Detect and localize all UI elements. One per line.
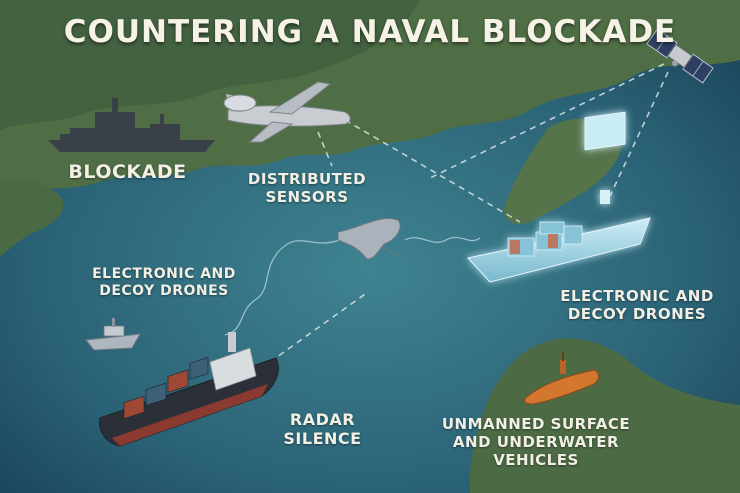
- label-line: ELECTRONIC AND: [560, 287, 714, 305]
- drone-icon: [223, 81, 351, 143]
- label-line: SILENCE: [283, 429, 362, 449]
- label-radar-silence: RADAR SILENCE: [270, 410, 375, 448]
- label-line: RADAR: [289, 410, 356, 429]
- label-blockade: BLOCKADE: [60, 161, 195, 184]
- tether-lines: [224, 236, 481, 336]
- orange-uuv-icon: [524, 352, 599, 405]
- diagram-title: COUNTERING A NAVAL BLOCKADE: [63, 14, 677, 50]
- label-line: DISTRIBUTED: [247, 170, 367, 188]
- southern-landmass: [469, 338, 740, 493]
- label-unmanned-vehicles: UNMANNED SURFACE AND UNDERWATER VEHICLES: [436, 415, 636, 469]
- link-satellite-ship: [609, 71, 669, 197]
- satellite-icon: [646, 28, 714, 84]
- label-distributed-sensors: DISTRIBUTED SENSORS: [232, 170, 382, 206]
- manta-uuv-icon: [337, 218, 403, 260]
- warship-icon: [48, 98, 215, 152]
- label-line: VEHICLES: [493, 451, 579, 469]
- label-electronic-decoy-left: ELECTRONIC AND DECOY DRONES: [74, 266, 254, 300]
- tether-manta-ship: [404, 236, 481, 243]
- label-line: UNMANNED SURFACE: [441, 415, 631, 433]
- label-line: SENSORS: [265, 188, 349, 206]
- label-electronic-decoy-right: ELECTRONIC AND DECOY DRONES: [546, 287, 728, 323]
- mainland-shade: [0, 0, 420, 130]
- label-line: AND UNDERWATER: [452, 433, 620, 451]
- sensor-links: [269, 63, 669, 363]
- link-cargo-manta: [269, 291, 369, 363]
- tether-manta-boat: [224, 239, 341, 336]
- left-peninsula: [0, 178, 64, 256]
- label-line: DECOY DRONES: [99, 282, 229, 299]
- patrol-boat-icon: [85, 318, 141, 351]
- label-blockade-text: BLOCKADE: [68, 161, 187, 183]
- cargo-ship-icon: [99, 332, 279, 447]
- link-drone-ship: [344, 119, 521, 223]
- label-line: ELECTRONIC AND: [92, 266, 236, 282]
- glow-cargo-ship-icon: [467, 111, 651, 283]
- label-line: DECOY DRONES: [567, 305, 707, 323]
